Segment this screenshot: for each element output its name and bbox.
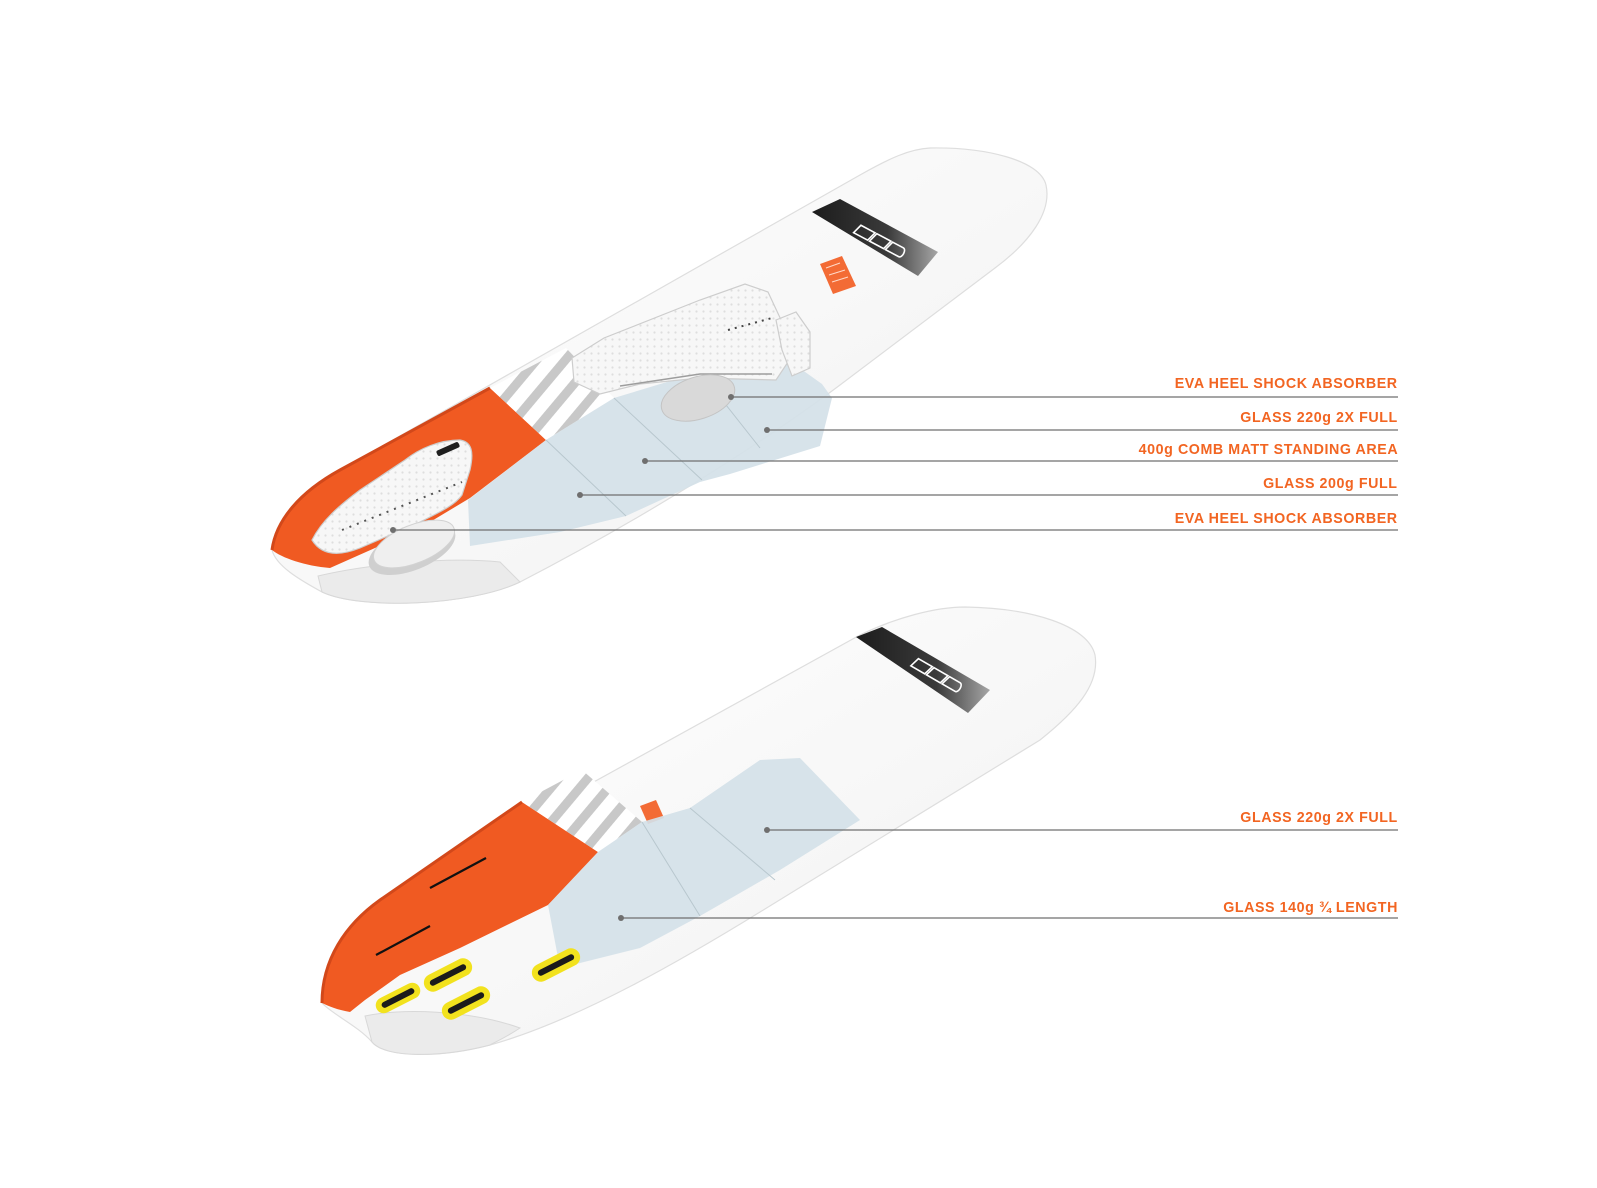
callout-label-eva-heel-rear: EVA HEEL SHOCK ABSORBER	[1175, 510, 1398, 527]
top-board-front-kicker-pad	[775, 311, 811, 377]
bottom-board-glass-panel	[548, 758, 860, 968]
fin-box	[375, 982, 421, 1014]
callout-label-glass-200: GLASS 200g FULL	[1263, 475, 1398, 492]
top-board-logo-stripe	[812, 199, 938, 276]
fin-box	[531, 948, 581, 982]
top-board-rear-strap-bar	[436, 442, 460, 456]
top-board-rear-footpad	[311, 439, 473, 554]
bottom-board-fin-lines	[375, 857, 487, 956]
top-board-sticker	[820, 256, 856, 294]
top-board-sticker-lines	[825, 262, 849, 283]
fin-box	[423, 958, 473, 992]
top-board-front-heel-absorber	[660, 374, 736, 422]
leader-dot	[577, 492, 583, 498]
top-board-rear-heel-absorber	[373, 519, 455, 569]
bottom-board-orange-tail	[322, 802, 598, 1012]
bottom-board-glass-seams	[641, 807, 776, 917]
fin-box	[441, 986, 491, 1020]
callout-label-comb-matt: 400g COMB MATT STANDING AREA	[1138, 441, 1398, 458]
leader-dot	[728, 394, 734, 400]
top-board-front-strap-inserts	[727, 317, 773, 331]
top-board-orange-rail	[270, 386, 491, 551]
top-board-rear-strap-inserts	[341, 481, 463, 531]
leader-dot	[642, 458, 648, 464]
callout-label-eva-heel-front: EVA HEEL SHOCK ABSORBER	[1175, 375, 1398, 392]
top-board-front-pad-edge	[619, 373, 772, 387]
leader-dot	[764, 427, 770, 433]
callout-label-glass-220-bottom: GLASS 220g 2X FULL	[1240, 809, 1398, 826]
callout-label-glass-220-top: GLASS 220g 2X FULL	[1240, 409, 1398, 426]
bottom-board-tail-pad	[364, 1011, 522, 1055]
leader-dot	[618, 915, 624, 921]
bottom-board-hatch-stripes	[522, 770, 642, 852]
top-board-glass-panel	[468, 340, 832, 546]
bottom-board-orange-rail	[320, 800, 523, 1004]
leader-dot	[764, 827, 770, 833]
callout-label-glass-140: GLASS 140g ¾ LENGTH	[1223, 899, 1398, 916]
brand-logo	[852, 224, 906, 258]
brand-logo	[909, 657, 962, 693]
top-board	[270, 147, 1048, 604]
leader-dot	[390, 527, 396, 533]
bottom-board	[320, 606, 1097, 1055]
callout-leaders	[390, 394, 1398, 921]
